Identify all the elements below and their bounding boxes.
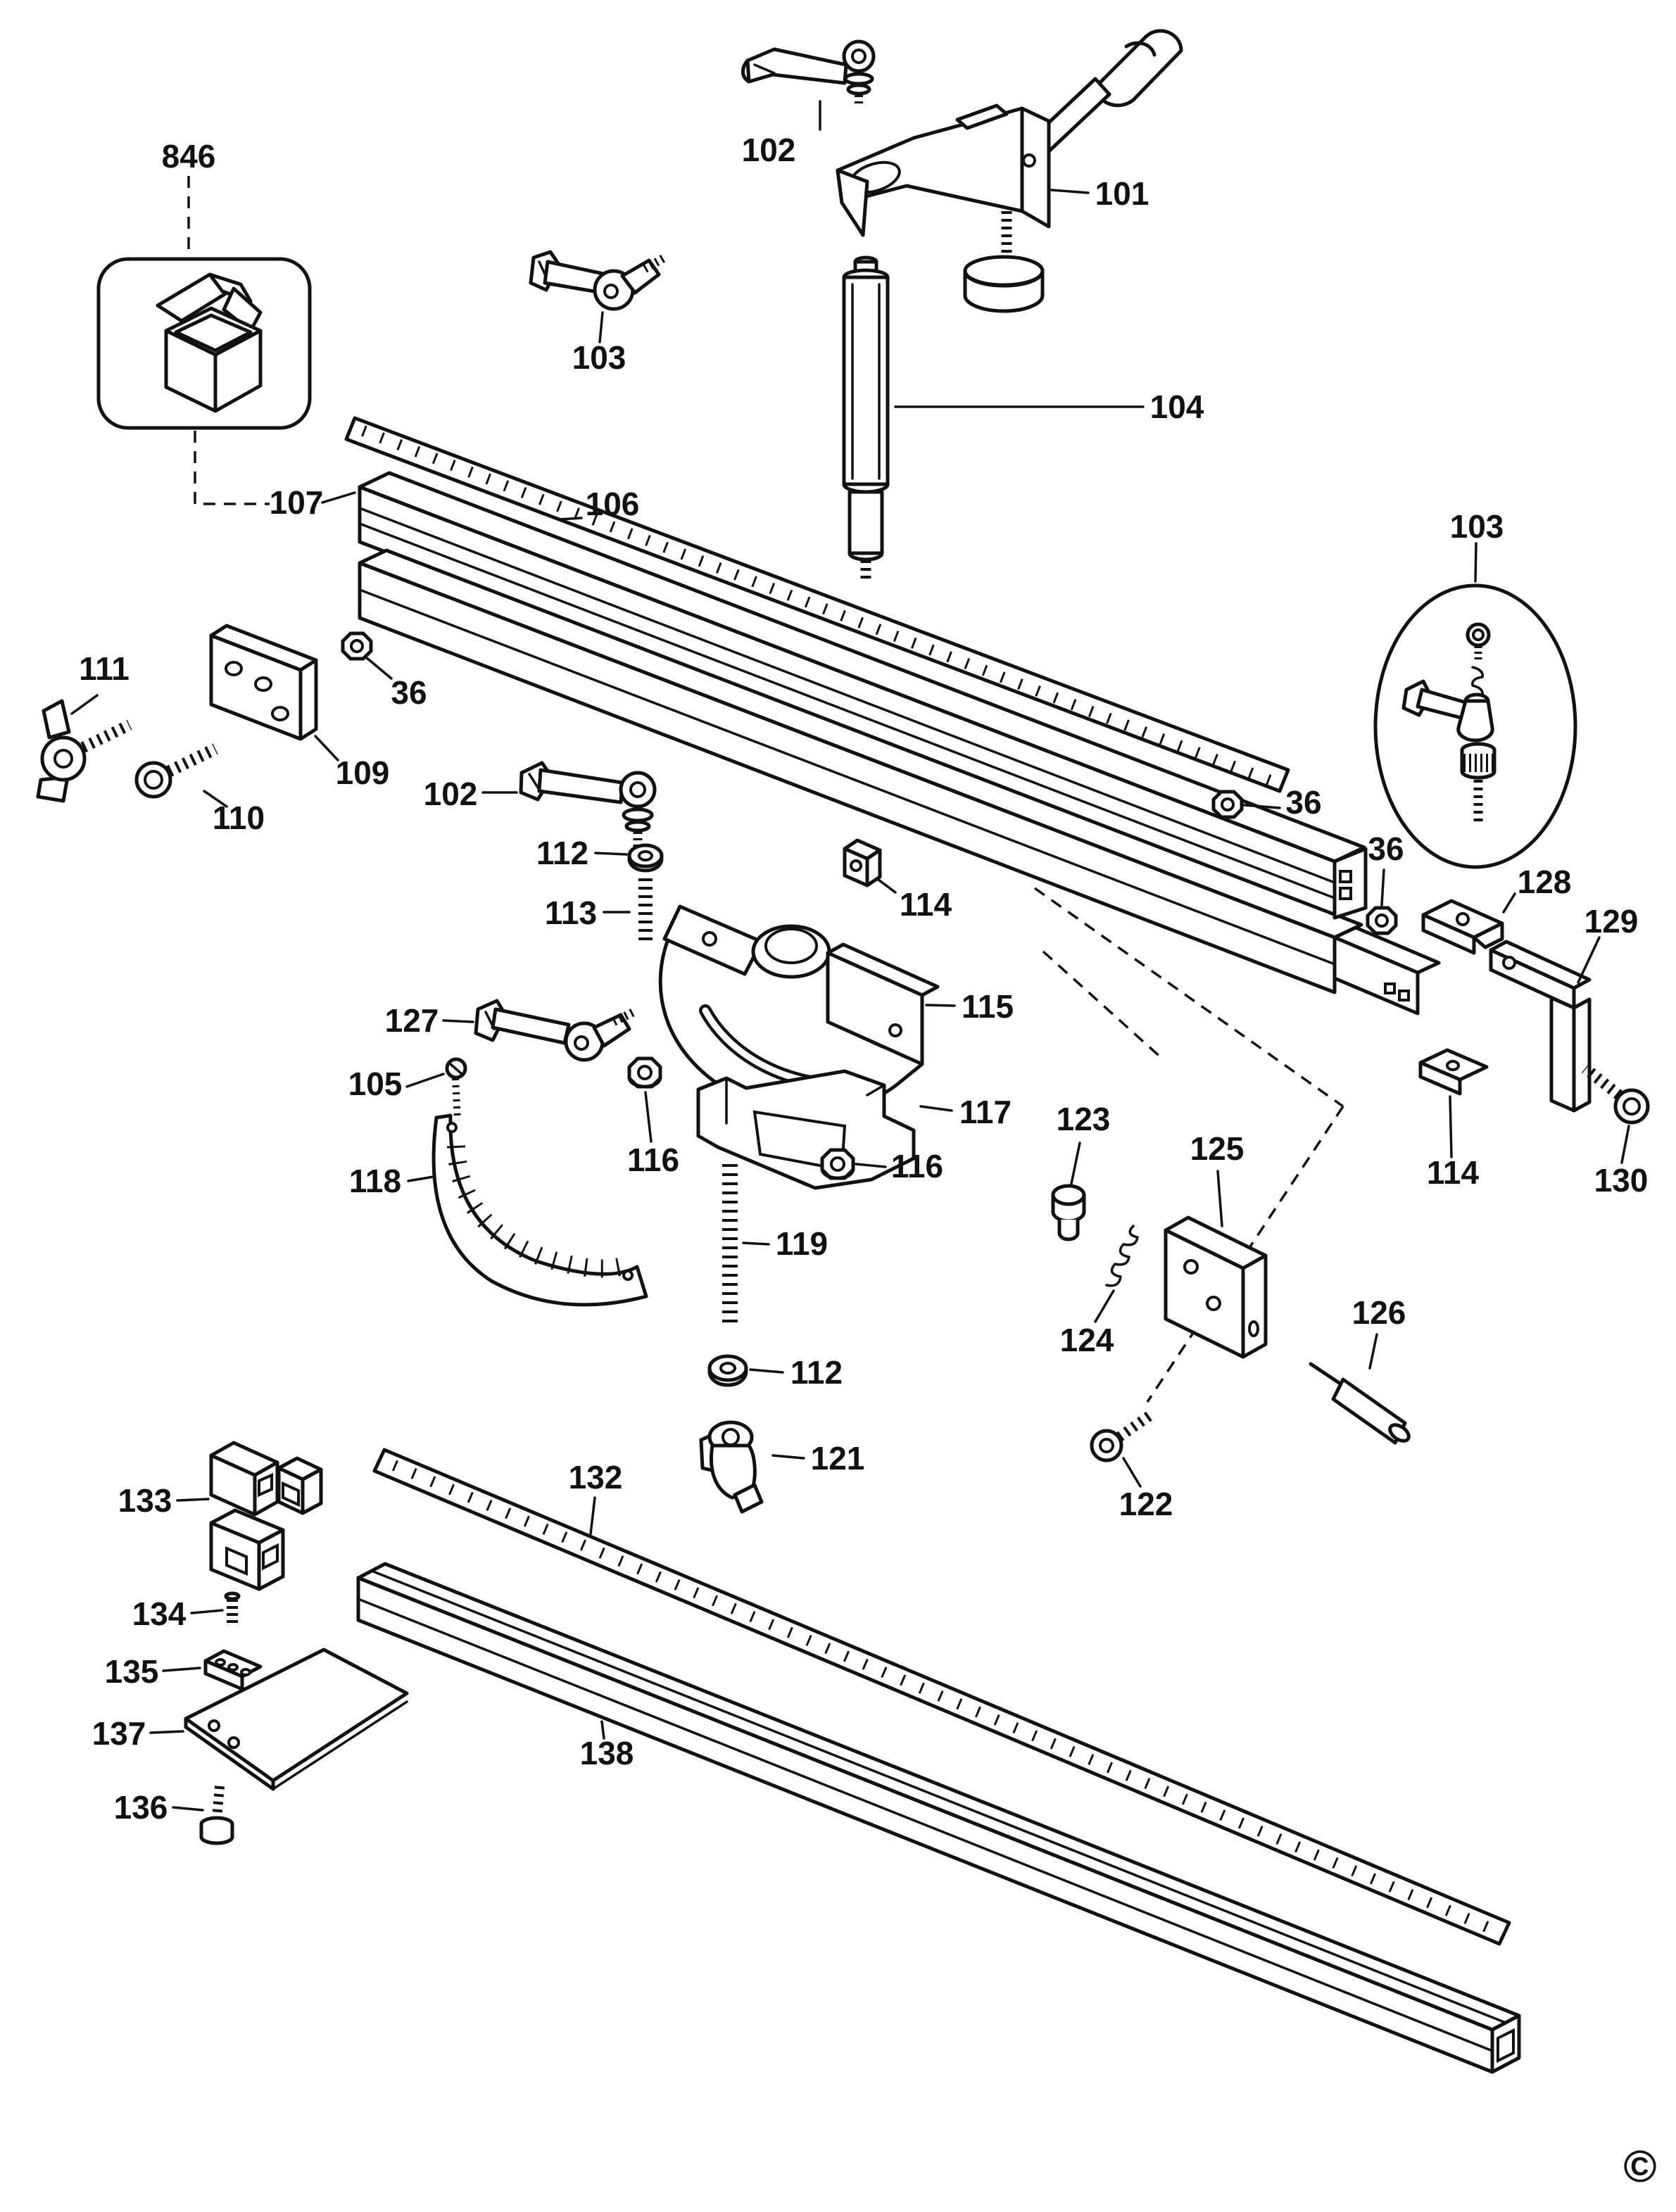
callout-110: 110 — [213, 800, 265, 836]
callout-133: 133 — [118, 1482, 172, 1519]
part-110-cap-screw — [134, 743, 218, 799]
part-128-nut-plate — [1421, 899, 1504, 955]
part-134-set-screw — [224, 1591, 241, 1623]
part-115-mitre-body — [658, 904, 940, 1114]
part-106-scale-strip — [344, 416, 1290, 793]
callout-125: 125 — [1190, 1130, 1245, 1167]
callout-138: 138 — [580, 1735, 634, 1771]
part-126-pivot-pin — [1309, 1362, 1411, 1445]
callout-101: 101 — [1095, 175, 1149, 212]
part-127-clamp-lever — [474, 999, 636, 1062]
callout-124: 124 — [1060, 1322, 1114, 1358]
part-117-clamp-bracket — [696, 1069, 916, 1190]
callout-116-right: 116 — [891, 1148, 943, 1184]
part-121-wing-nut — [699, 1420, 764, 1514]
callout-114-mid: 114 — [900, 886, 952, 923]
part-109-spacer-block — [209, 624, 318, 741]
part-118-protractor-scale — [431, 1113, 648, 1307]
part-130-cap-screw — [1582, 1063, 1650, 1125]
part-133-rail-connector — [209, 1441, 323, 1591]
detail-circle-103 — [1373, 583, 1577, 869]
part-103-clamp-lever-exploded — [1401, 622, 1497, 822]
callout-130: 130 — [1594, 1162, 1649, 1199]
callout-36-right: 36 — [1368, 830, 1404, 867]
part-132-scale-strip — [372, 1448, 1511, 1946]
callout-126: 126 — [1352, 1294, 1406, 1331]
callout-106: 106 — [586, 486, 640, 522]
part-116-nut-left — [627, 1056, 662, 1089]
part-36-nut-right — [1366, 906, 1398, 935]
part-112-washer-upper — [627, 843, 664, 873]
part-116-nut-right — [820, 1148, 855, 1180]
callout-115: 115 — [962, 988, 1014, 1025]
callout-116-left: 116 — [627, 1142, 679, 1178]
part-104-support-post — [842, 255, 890, 583]
part-107-fence-rail — [358, 471, 1441, 1016]
callout-135: 135 — [105, 1653, 159, 1690]
callout-128: 128 — [1518, 864, 1572, 900]
part-124-spring — [1105, 1225, 1139, 1287]
copyright-mark: © — [1623, 2141, 1656, 2192]
part-114-square-nut-centre — [843, 838, 882, 887]
callout-129: 129 — [1584, 903, 1639, 940]
part-137-shim-plate — [184, 1648, 409, 1791]
callout-102-top: 102 — [742, 132, 796, 168]
part-101-clamp-assembly — [836, 29, 1183, 313]
callout-137: 137 — [92, 1715, 146, 1752]
callout-122: 122 — [1119, 1486, 1173, 1522]
callout-104: 104 — [1150, 388, 1204, 425]
detail-box-846 — [96, 257, 312, 430]
part-111-wing-bolt — [36, 699, 132, 803]
part-103-clamp-lever-upper — [529, 250, 667, 311]
callout-112-up: 112 — [536, 835, 588, 871]
part-135-nut-plate — [203, 1649, 263, 1691]
part-129-angle-bracket — [1489, 940, 1592, 1113]
callout-121: 121 — [811, 1440, 865, 1477]
leader-lines — [70, 100, 1630, 1812]
callout-109: 109 — [336, 754, 390, 791]
callout-112-low: 112 — [790, 1354, 843, 1391]
part-102-clamp-lever-top — [741, 39, 876, 107]
part-36-nut-middle — [1211, 790, 1244, 819]
callout-113: 113 — [545, 895, 597, 931]
callout-118: 118 — [349, 1163, 401, 1199]
callout-36-mid: 36 — [1285, 784, 1321, 821]
callout-123: 123 — [1057, 1101, 1111, 1137]
part-122-screw — [1090, 1408, 1157, 1462]
callout-119: 119 — [776, 1225, 828, 1262]
part-36-nut-left — [341, 631, 373, 661]
callout-36-left: 36 — [391, 674, 427, 711]
part-102-clamp-lever-centre — [519, 761, 657, 849]
part-114-square-nut-right — [1418, 1048, 1489, 1096]
callout-labels: 846 102 101 103 104 106 107 111 36 109 1… — [79, 132, 1656, 2192]
part-136-screw — [199, 1786, 234, 1845]
callout-127: 127 — [385, 1002, 439, 1039]
callout-103-top: 103 — [572, 339, 626, 376]
part-112-washer-lower — [707, 1354, 748, 1387]
part-105-screw — [445, 1057, 467, 1121]
callout-846: 846 — [162, 138, 216, 175]
callout-103-circ: 103 — [1450, 508, 1504, 545]
part-125-clamp-block — [1164, 1215, 1268, 1359]
callout-107: 107 — [270, 484, 324, 521]
callout-102-mid: 102 — [424, 776, 478, 812]
callout-111: 111 — [79, 650, 130, 687]
assembly-dashed-lines — [187, 176, 1344, 1403]
callout-117: 117 — [959, 1094, 1012, 1130]
callout-114-right: 114 — [1427, 1154, 1480, 1191]
callout-136: 136 — [114, 1789, 168, 1826]
callout-132: 132 — [569, 1459, 623, 1496]
callout-105: 105 — [348, 1066, 403, 1102]
part-846-carton — [156, 272, 263, 413]
part-123-bushing — [1051, 1184, 1086, 1241]
callout-134: 134 — [132, 1595, 187, 1632]
part-138-extension-rail — [356, 1562, 1521, 2074]
